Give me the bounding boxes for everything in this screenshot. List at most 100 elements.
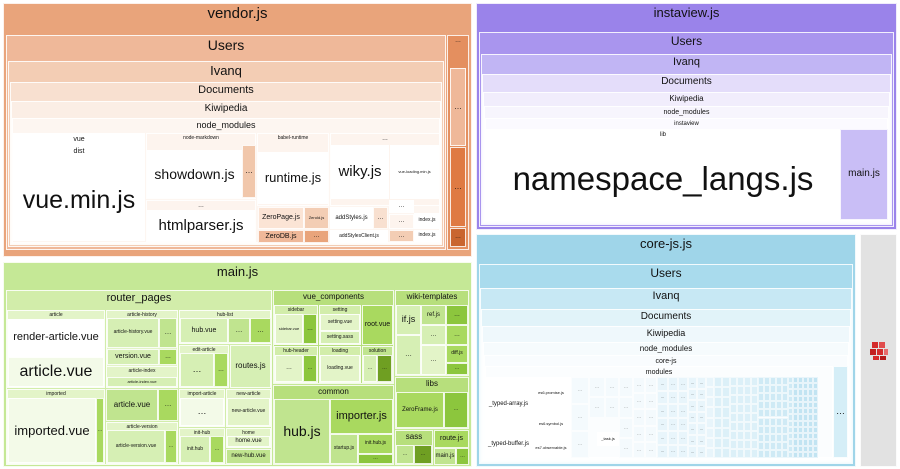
instaview-main-js[interactable]: main.js: [840, 129, 888, 220]
core-module-cell[interactable]: [706, 397, 714, 408]
core-module-cell[interactable]: …: [697, 377, 706, 389]
core-module-cell[interactable]: …: [633, 393, 645, 410]
core-module-cell[interactable]: …: [619, 397, 633, 418]
core-module-cell[interactable]: [788, 377, 793, 384]
core-module-cell[interactable]: [776, 433, 782, 442]
core-module-cell[interactable]: [706, 407, 714, 418]
core-module-cell[interactable]: [751, 440, 758, 449]
core-module-cell[interactable]: [722, 417, 730, 428]
core-module-cell[interactable]: [803, 420, 808, 427]
core-module-cell[interactable]: [722, 397, 730, 408]
core-module-cell[interactable]: [744, 413, 751, 422]
core-module-cell[interactable]: …: [668, 390, 678, 404]
main-article-index-vue[interactable]: article-index.vue: [107, 377, 177, 387]
core-module-cell[interactable]: [813, 395, 818, 402]
core-module-cell[interactable]: [788, 451, 793, 458]
core-module-cell[interactable]: [737, 449, 744, 458]
main-diff-js[interactable]: diff.js: [446, 345, 468, 363]
core-module-cell[interactable]: [808, 451, 813, 458]
core-module-cell[interactable]: [758, 401, 764, 410]
main-imported-more[interactable]: …: [96, 398, 104, 463]
vendor-vue-loading[interactable]: vue-loading.min.js: [390, 145, 439, 199]
core-module-cell[interactable]: [813, 401, 818, 409]
vendor-wiky-js[interactable]: wiky.js: [331, 145, 389, 199]
main-article-vue2-more[interactable]: …: [158, 389, 178, 421]
core-module-cell[interactable]: …: [571, 431, 589, 458]
core-module-cell[interactable]: …: [678, 390, 688, 404]
core-module-cell[interactable]: [782, 377, 788, 386]
core-module-cell[interactable]: …: [657, 444, 668, 458]
main-zeroframe-js[interactable]: ZeroFrame.js: [396, 392, 444, 428]
core-module-cell[interactable]: …: [697, 446, 706, 458]
core-module-cell[interactable]: [803, 433, 808, 440]
vendor-side-a[interactable]: …: [450, 68, 466, 146]
core-module-cell[interactable]: [808, 445, 813, 452]
main-import-article-more[interactable]: …: [180, 398, 224, 426]
main-libs-more[interactable]: …: [444, 392, 468, 428]
core-module-cell[interactable]: …: [668, 431, 678, 445]
core-module-cell[interactable]: [776, 425, 782, 434]
core-module-cell[interactable]: …: [571, 377, 589, 404]
core-module-cell[interactable]: [706, 437, 714, 448]
main-article-history-vue[interactable]: article-history.vue: [107, 318, 159, 348]
main-loading-vue[interactable]: loading.vue: [320, 355, 360, 382]
core-module-cell[interactable]: …: [633, 409, 645, 426]
main-article-vue-2[interactable]: article.vue: [106, 389, 158, 421]
vendor-addstyles-js[interactable]: addStyles.js: [330, 207, 373, 229]
core-module-cell[interactable]: [782, 401, 788, 410]
core-es7-observable-js[interactable]: es7.observable.js: [531, 439, 571, 457]
core-module-cell[interactable]: [803, 445, 808, 452]
main-article-vue[interactable]: article.vue: [8, 357, 104, 387]
core-module-cell[interactable]: …: [645, 409, 657, 426]
core-task-js[interactable]: _task.js: [597, 432, 619, 446]
core-module-cell[interactable]: [751, 413, 758, 422]
core-module-cell[interactable]: [776, 377, 782, 386]
core-module-cell[interactable]: [793, 426, 798, 434]
core-module-cell[interactable]: [730, 395, 737, 404]
core-module-cell[interactable]: [764, 393, 770, 402]
vendor-vue-min-js[interactable]: vue.min.js: [15, 162, 143, 238]
core-module-cell[interactable]: [758, 433, 764, 442]
core-module-cell[interactable]: [793, 439, 798, 446]
core-module-cell[interactable]: …: [645, 393, 657, 410]
core-module-cell[interactable]: [788, 383, 793, 390]
vendor-small-1[interactable]: …: [389, 200, 414, 213]
core-module-cell[interactable]: [813, 389, 818, 396]
core-module-cell[interactable]: …: [678, 377, 688, 391]
main-render-article-vue[interactable]: render-article.vue: [8, 319, 104, 357]
core-module-cell[interactable]: [764, 377, 770, 386]
core-module-cell[interactable]: [776, 409, 782, 418]
main-sidebar-vue[interactable]: sidebar.vue: [275, 314, 303, 344]
core-module-cell[interactable]: …: [697, 423, 706, 435]
core-module-cell[interactable]: [793, 445, 798, 452]
core-module-cell[interactable]: [782, 449, 788, 458]
core-module-cell[interactable]: [813, 408, 818, 415]
main-main-js-more[interactable]: …: [456, 448, 469, 465]
core-module-cell[interactable]: [793, 389, 798, 396]
core-module-cell[interactable]: [751, 431, 758, 440]
core-module-cell[interactable]: [770, 377, 776, 386]
core-module-cell[interactable]: [751, 386, 758, 395]
core-module-cell[interactable]: [788, 395, 793, 402]
core-module-cell[interactable]: [730, 440, 737, 449]
core-module-cell[interactable]: [751, 422, 758, 431]
core-module-cell[interactable]: [737, 404, 744, 413]
core-module-cell[interactable]: [758, 417, 764, 426]
main-route-js[interactable]: route.js: [434, 430, 469, 448]
main-edit-article-more[interactable]: …: [180, 353, 214, 387]
core-module-cell[interactable]: [714, 387, 722, 398]
main-if-js[interactable]: if.js: [396, 305, 421, 335]
core-module-cell[interactable]: [706, 417, 714, 428]
core-module-cell[interactable]: [813, 414, 818, 421]
core-module-cell[interactable]: …: [668, 377, 678, 391]
core-module-cell[interactable]: [793, 383, 798, 390]
core-module-cell[interactable]: [782, 417, 788, 426]
core-module-cell[interactable]: [782, 385, 788, 394]
core-module-cell[interactable]: …: [688, 377, 697, 389]
core-module-cell[interactable]: [751, 395, 758, 404]
core-module-cell[interactable]: [737, 413, 744, 422]
core-module-cell[interactable]: [706, 377, 714, 388]
core-module-cell[interactable]: [764, 401, 770, 410]
core-module-cell[interactable]: …: [697, 388, 706, 401]
core-es6-promise-js[interactable]: es6.promise.js: [531, 377, 571, 409]
